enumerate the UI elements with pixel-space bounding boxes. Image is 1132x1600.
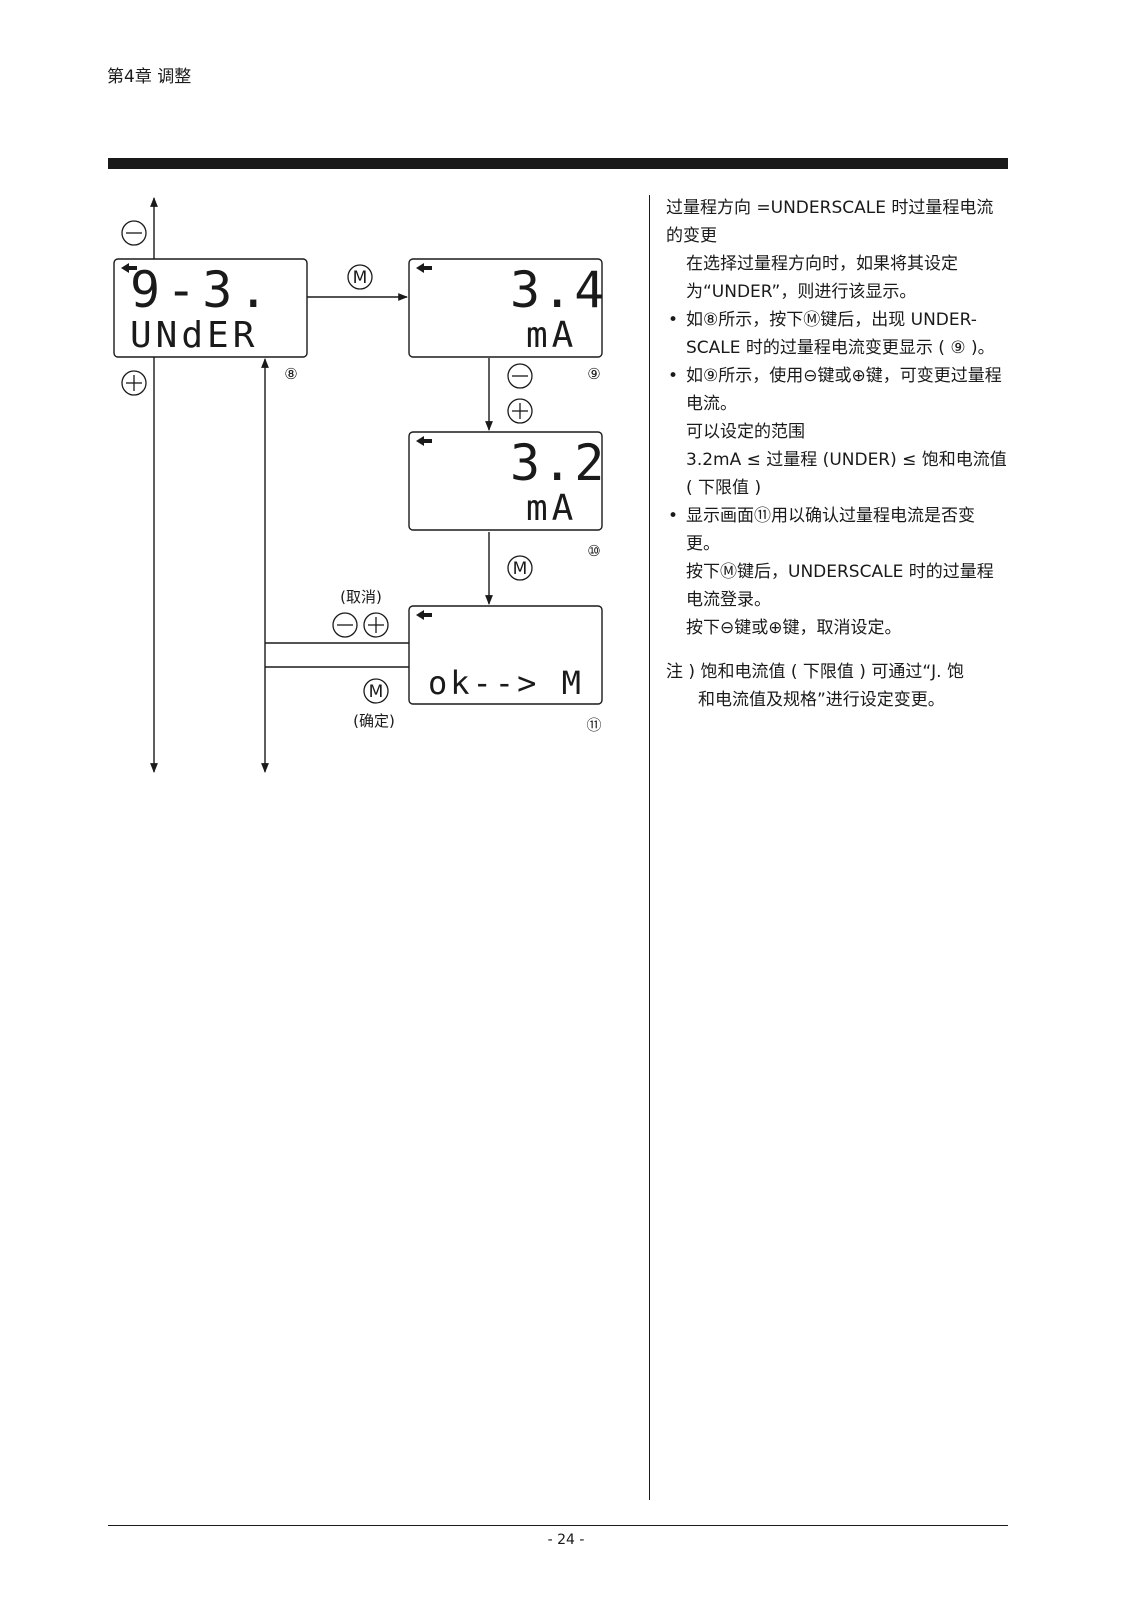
bullet-3-sub-2: 按下⊖键或⊕键，取消设定。	[686, 618, 902, 638]
screen10-bottom-text: mA	[526, 488, 577, 529]
bullet-3: 显示画面⑪用以确认过量程电流是否变更。	[666, 502, 1008, 558]
note-line-2: 和电流值及规格”进行设定变更。	[698, 690, 945, 710]
bullet-1: 如⑧所示，按下Ⓜ键后，出现 UNDER-SCALE 时的过量程电流变更显示 ( …	[666, 306, 1008, 362]
header-rule	[108, 158, 1008, 169]
left-arrow-icon	[121, 263, 137, 273]
lcd-screen-11: ok--> M	[408, 605, 603, 705]
page-number: - 24 -	[547, 1532, 585, 1548]
bullet-2-sub-2: 3.2mA ≤ 过量程 (UNDER) ≤ 饱和电流值 ( 下限值 )	[686, 450, 1007, 498]
screen11-text: ok--> M	[428, 664, 584, 702]
minus-key-icon	[507, 363, 533, 389]
screen8-top-text: 9-3.	[130, 261, 274, 319]
left-arrow-icon	[416, 263, 432, 273]
plus-key-icon	[363, 612, 389, 638]
chapter-header: 第4章 调整	[107, 67, 192, 87]
left-arrow-icon	[416, 436, 432, 446]
plus-key-icon	[507, 398, 533, 424]
screen9-bottom-text: mA	[526, 315, 577, 356]
step-number-9: ⑨	[587, 365, 600, 383]
intro-paragraph: 在选择过量程方向时，如果将其设定为“UNDER”，则进行该显示。	[686, 254, 958, 302]
screen8-bottom-text: UNdER	[130, 315, 258, 356]
minus-key-icon	[332, 612, 358, 638]
left-arrow-icon	[416, 610, 432, 620]
cancel-label: (取消)	[340, 588, 382, 606]
step-number-11: ⑪	[586, 716, 601, 734]
m-key-icon: M	[347, 264, 373, 290]
svg-text:M: M	[353, 268, 368, 288]
m-key-icon: M	[507, 555, 533, 581]
m-key-icon: M	[363, 678, 389, 704]
bullet-2-sub-1: 可以设定的范围	[686, 422, 805, 442]
bullet-2: 如⑨所示，使用⊖键或⊕键，可变更过量程电流。	[666, 362, 1008, 418]
lcd-screen-8: 9-3. UNdER	[113, 258, 308, 358]
description-column: 过量程方向 =UNDERSCALE 时过量程电流的变更 在选择过量程方向时，如果…	[666, 194, 1008, 714]
screen9-top-text: 3.4	[510, 261, 606, 319]
step-number-8: ⑧	[284, 365, 297, 383]
svg-text:M: M	[369, 682, 384, 702]
confirm-label: (确定)	[353, 712, 395, 730]
column-divider	[649, 195, 650, 1500]
section-title: 过量程方向 =UNDERSCALE 时过量程电流的变更	[666, 198, 994, 246]
svg-text:M: M	[513, 559, 528, 579]
footer-rule	[108, 1525, 1008, 1526]
step-number-10: ⑩	[587, 542, 600, 560]
minus-key-icon	[121, 220, 147, 246]
plus-key-icon	[121, 370, 147, 396]
screen10-top-text: 3.2	[510, 434, 606, 492]
lcd-screen-10: 3.2 mA	[408, 431, 606, 531]
lcd-screen-9: 3.4 mA	[408, 258, 606, 358]
flow-diagram: 9-3. UNdER 3.4 mA 3.2 mA ok--> M M	[113, 197, 606, 773]
bullet-3-sub-1: 按下Ⓜ键后，UNDERSCALE 时的过量程电流登录。	[686, 562, 994, 610]
note-line-1: 注 ) 饱和电流值 ( 下限值 ) 可通过“J. 饱	[666, 662, 964, 682]
